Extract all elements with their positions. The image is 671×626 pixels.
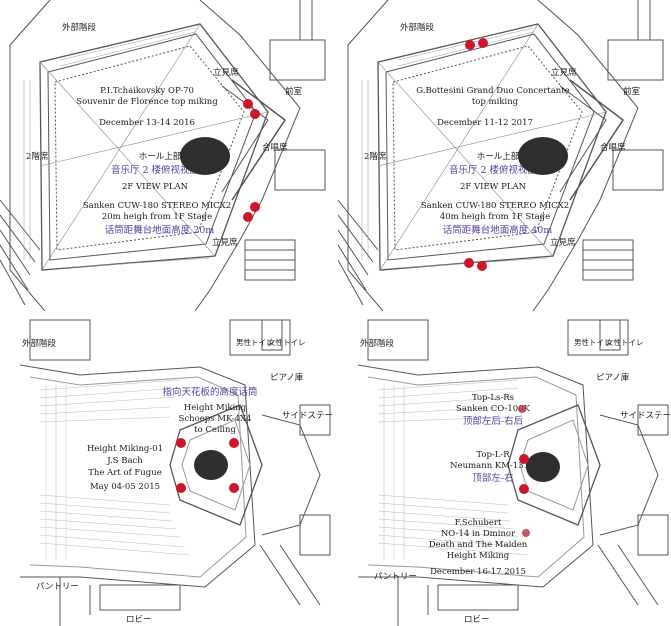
mic-marker bbox=[465, 40, 475, 50]
label-womens-toilet: 女性トイレ bbox=[268, 338, 306, 347]
label-2f-seats: 2階席 bbox=[26, 152, 49, 162]
mic-marker bbox=[229, 438, 239, 448]
ceiling-mic-cn: 指向天花板的高度话筒 bbox=[162, 387, 258, 398]
mic-height-cn: 话筒距舞台地面高度 40m bbox=[442, 225, 553, 236]
label-womens-toilet: 女性トイレ bbox=[606, 338, 644, 347]
label-side-stage: サイドステー bbox=[620, 411, 671, 421]
top-mic-cn: 顶部左-右 bbox=[472, 473, 514, 484]
mic-marker bbox=[522, 529, 530, 537]
label-mens-toilet: 男性トイレ bbox=[236, 338, 274, 347]
label-outer-stairs: 外部階段 bbox=[22, 339, 57, 349]
mic-marker bbox=[464, 258, 474, 268]
recording-date: December 13-14 2016 bbox=[99, 118, 195, 128]
work-title-line1: P.I.Tchaikovsky OP-70 bbox=[100, 86, 194, 96]
mic-marker bbox=[477, 261, 487, 271]
work-line3: Death and The Maiden bbox=[428, 540, 528, 550]
hall-top-label: ホール上部 bbox=[138, 152, 182, 162]
label-standing-bottom: 立見席 bbox=[212, 238, 238, 248]
label-choir: 合唱席 bbox=[262, 143, 288, 153]
work-title-line2: top miking bbox=[471, 97, 519, 107]
mic-spec-line1: Sanken CUW-180 STEREO MICX2 bbox=[82, 201, 232, 211]
rear-mic-line2: Sanken CO-100K bbox=[456, 404, 530, 414]
setup-line1: Height Miking bbox=[183, 403, 247, 413]
floor-plan-1f bbox=[357, 319, 669, 626]
floor-plan-2f bbox=[338, 0, 664, 311]
work-line2: NO-14 in Dminor bbox=[440, 529, 516, 539]
label-standing-top: 立見席 bbox=[551, 68, 577, 78]
label-front-room: 前室 bbox=[285, 87, 303, 97]
label-mens-toilet: 男性トイレ bbox=[574, 338, 612, 347]
rear-mic-cn: 顶部左后-右后 bbox=[462, 416, 524, 427]
label-lobby: ロビー bbox=[464, 615, 490, 625]
mic-marker bbox=[519, 484, 529, 494]
floor-plan-2f bbox=[0, 0, 326, 311]
label-outer-stairs: 外部階段 bbox=[400, 23, 435, 33]
mic-marker bbox=[243, 99, 253, 109]
panel-tchaikovsky: 外部階段 立見席 前室 合唱席 2階席 立見席 P.I.Tchaikovsky … bbox=[0, 0, 333, 311]
label-standing-bottom: 立見席 bbox=[550, 238, 576, 248]
panel-bach: 外部階段 男性トイレ 女性トイレ ピアノ庫 サイドステー パントリー ロビー 指… bbox=[0, 315, 333, 626]
label-side-stage: サイドステー bbox=[282, 411, 333, 421]
hall-ellipse bbox=[526, 452, 560, 482]
label-lobby: ロビー bbox=[126, 615, 152, 625]
label-pantry: パントリー bbox=[36, 582, 79, 592]
mic-marker bbox=[176, 438, 186, 448]
setup-line3: to Ceiling bbox=[194, 425, 236, 435]
hall-ellipse bbox=[180, 137, 230, 175]
mic-marker bbox=[243, 212, 253, 222]
top-mic-line2: Neumann KM-131D bbox=[450, 461, 536, 471]
floor-plan-1f bbox=[19, 319, 331, 626]
label-outer-stairs: 外部階段 bbox=[360, 339, 395, 349]
recording-date: December 16-17 2015 bbox=[430, 567, 526, 577]
label-piano-store: ピアノ庫 bbox=[596, 373, 630, 383]
mic-marker bbox=[478, 38, 488, 48]
mic-marker bbox=[176, 483, 186, 493]
work-title-line1: G.Bottesini Grand Duo Concertante bbox=[416, 86, 570, 96]
mic-marker bbox=[518, 405, 526, 413]
label-pantry: パントリー bbox=[374, 572, 417, 582]
mic-spec-line2: 40m heigh from 1F Stage bbox=[439, 212, 551, 222]
mic-marker bbox=[250, 109, 260, 119]
top-mic-line1: Top-L-R bbox=[476, 450, 510, 460]
label-2f-seats: 2階席 bbox=[364, 152, 387, 162]
label-front-room: 前室 bbox=[623, 87, 641, 97]
work-line4: Height Miking bbox=[446, 551, 510, 561]
work-line1: Height Miking-01 bbox=[86, 444, 164, 454]
hall-top-label: ホール上部 bbox=[476, 152, 520, 162]
work-line3: The Art of Fugue bbox=[88, 468, 162, 478]
setup-line2: Schoeps MK-4X4 bbox=[178, 414, 252, 424]
view-label-en: 2F VIEW PLAN bbox=[459, 182, 527, 192]
mic-spec-line1: Sanken CUW-180 STEREO MICX2 bbox=[420, 201, 570, 211]
label-choir: 合唱席 bbox=[600, 143, 626, 153]
work-line2: J.S Bach bbox=[107, 456, 143, 466]
rear-mic-line1: Top-Ls-Rs bbox=[471, 393, 515, 403]
mic-marker bbox=[519, 454, 529, 464]
recording-date: December 11-12 2017 bbox=[437, 118, 533, 128]
mic-height-cn: 话筒距舞台地面高度 20m bbox=[104, 225, 215, 236]
mic-spec-line2: 20m heigh from 1F Stage bbox=[101, 212, 213, 222]
label-piano-store: ピアノ庫 bbox=[270, 373, 304, 383]
hall-ellipse bbox=[194, 450, 228, 480]
work-title-line2: Souvenir de Florence top miking bbox=[76, 97, 218, 107]
label-outer-stairs: 外部階段 bbox=[62, 23, 97, 33]
mic-marker bbox=[250, 202, 260, 212]
recording-date: May 04-05 2015 bbox=[89, 482, 161, 492]
view-label-cn: 音乐厅 2 楼俯视视图 bbox=[110, 165, 200, 176]
panel-bottesini: 外部階段 立見席 前室 合唱席 2階席 立見席 G.Bottesini Gran… bbox=[338, 0, 671, 311]
panel-schubert: 外部階段 男性トイレ 女性トイレ ピアノ庫 サイドステー パントリー ロビー T… bbox=[338, 315, 671, 626]
view-label-en: 2F VIEW PLAN bbox=[121, 182, 189, 192]
view-label-cn: 音乐厅 2 楼俯视视图 bbox=[448, 165, 538, 176]
work-line1: F.Schubert bbox=[454, 518, 502, 528]
mic-marker bbox=[229, 483, 239, 493]
label-standing-top: 立見席 bbox=[213, 68, 239, 78]
hall-ellipse bbox=[518, 137, 568, 175]
